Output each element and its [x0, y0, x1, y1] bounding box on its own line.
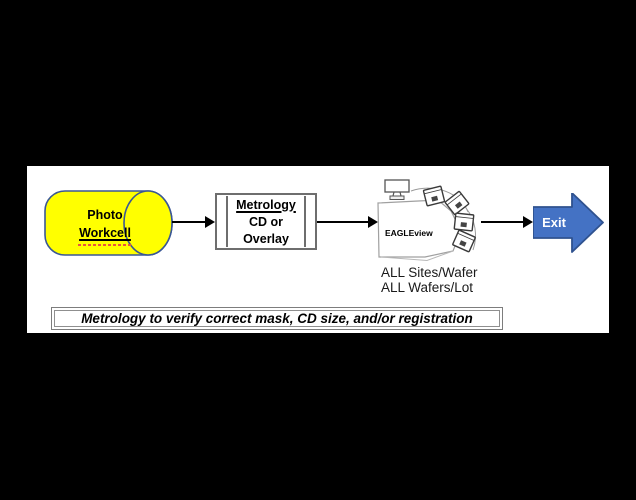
wafer-cassette-icon: [452, 229, 476, 253]
arrow-shaft: [172, 220, 207, 224]
metrology-line3: Overlay: [243, 232, 289, 246]
monitor-icon: [384, 179, 410, 193]
wafer-cassette-icon: [444, 190, 470, 216]
note-sites-per-wafer: ALL Sites/Wafer: [381, 265, 478, 280]
caption-box: Metrology to verify correct mask, CD siz…: [51, 307, 503, 330]
arrow-head-icon: [205, 216, 215, 228]
flow-arrow-3: [481, 216, 533, 228]
caption-text: Metrology to verify correct mask, CD siz…: [81, 311, 473, 326]
flow-arrow-1: [172, 216, 215, 228]
predefined-process-right-bar: [304, 196, 306, 247]
arrow-head-icon: [523, 216, 533, 228]
arrow-shaft: [481, 220, 525, 224]
metrology-step-label: Metrology CD or Overlay: [230, 197, 302, 248]
photo-workcell-label: Photo Workcell: [53, 206, 157, 246]
metrology-line2: CD or: [248, 215, 284, 229]
flow-arrow-2: [317, 216, 378, 228]
photo-workcell-label-line1: Photo: [87, 208, 123, 222]
wafer-cassette-icon: [453, 212, 475, 232]
eagleview-notes: ALL Sites/Wafer ALL Wafers/Lot: [381, 265, 478, 295]
exit-arrow-shape: [533, 193, 604, 253]
arrow-head-icon: [368, 216, 378, 228]
metrology-step-box: Metrology CD or Overlay: [215, 193, 317, 250]
eagleview-machine-icon: EAGLEview: [377, 179, 477, 262]
monitor-stand-base: [389, 195, 405, 200]
eagleview-label: EAGLEview: [385, 228, 433, 238]
cassette-arc-right: [465, 207, 477, 251]
exit-arrow-icon: Exit: [533, 193, 604, 253]
machine-base-line: [380, 250, 454, 262]
predefined-process-left-bar: [226, 196, 228, 247]
arrow-shaft: [317, 220, 370, 224]
photo-workcell-cylinder-icon: [44, 190, 173, 256]
note-wafers-per-lot: ALL Wafers/Lot: [381, 280, 474, 295]
monitor-stand: [392, 191, 402, 197]
metrology-title: Metrology: [236, 198, 296, 212]
exit-label: Exit: [542, 215, 567, 230]
wafer-cassette-icon: [422, 185, 446, 207]
photo-workcell-label-line2: Workcell: [78, 226, 132, 246]
diagram-panel: Photo Workcell Metrology CD or Overlay: [27, 166, 609, 333]
